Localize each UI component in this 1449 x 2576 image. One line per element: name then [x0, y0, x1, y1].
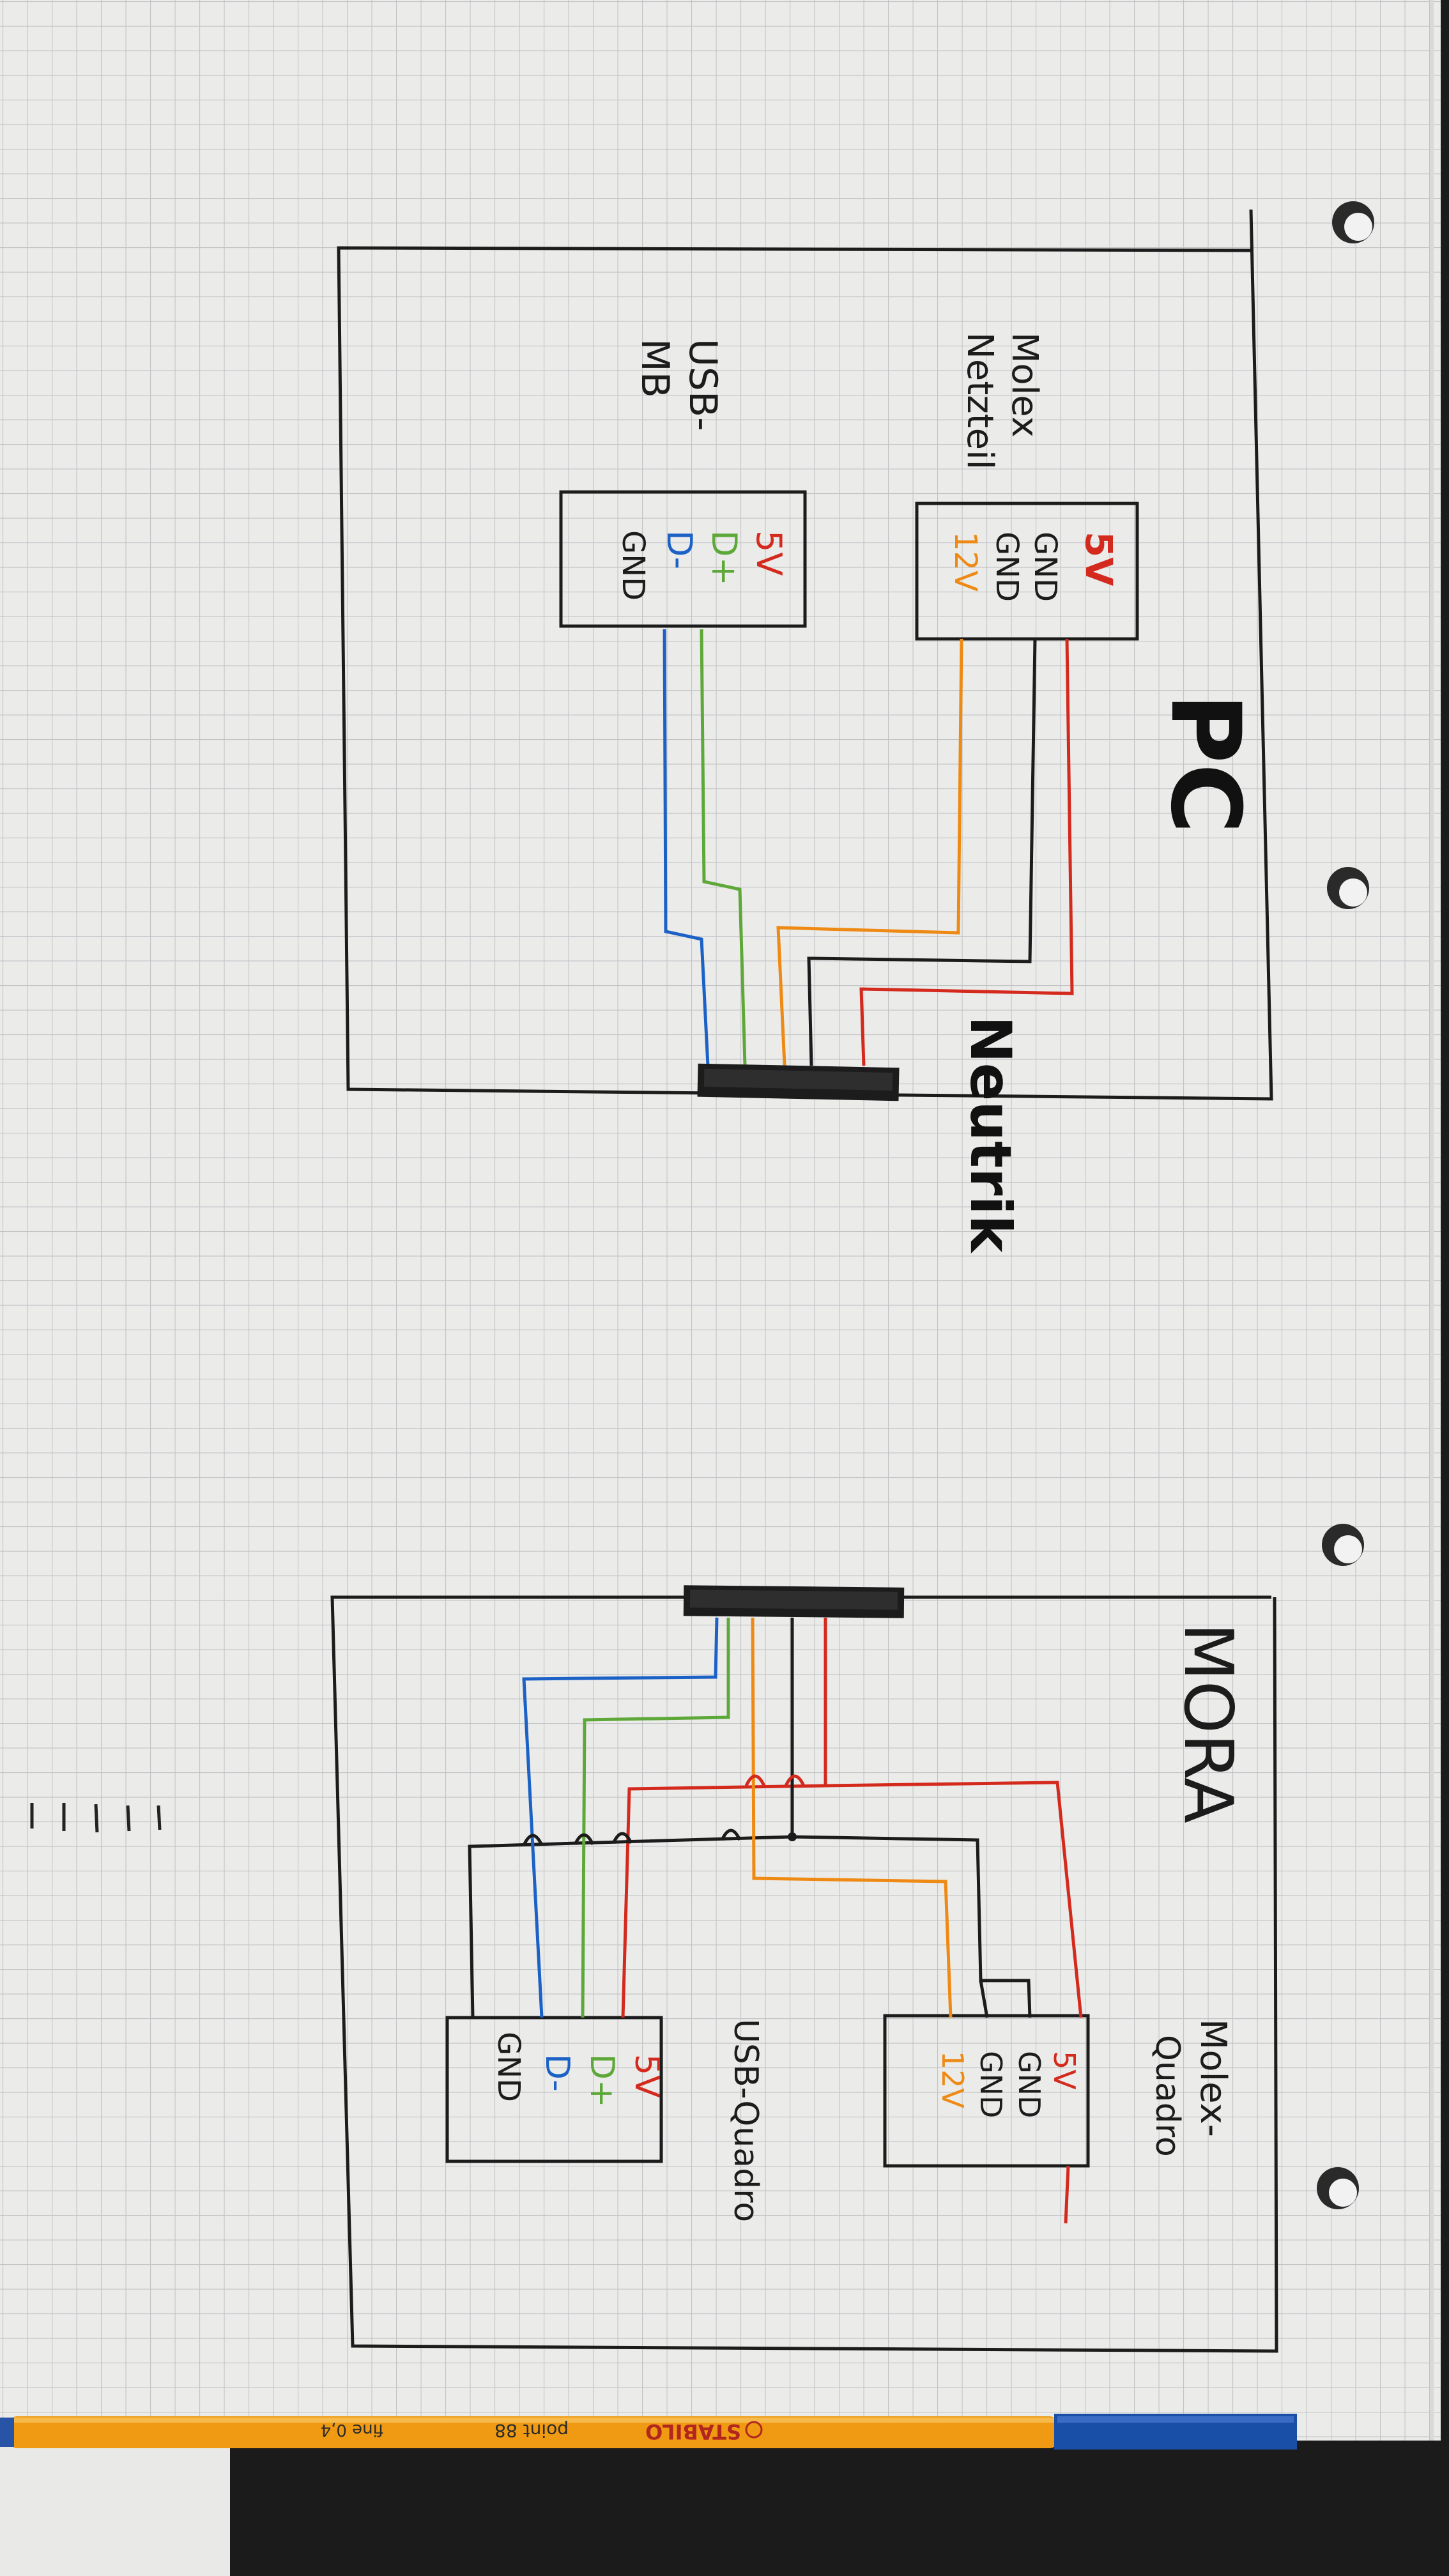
mora-usb-pin-5v: 5V [627, 2054, 666, 2098]
mora-usb-pin-dminus: D- [538, 2054, 576, 2092]
pc-molex-label: Molex [1004, 332, 1045, 438]
mora-molex-label: Molex- [1192, 2019, 1234, 2137]
pen-tip: fine 0,4 [321, 2420, 383, 2439]
pc-molex-pin-5v: 5V [1077, 532, 1121, 586]
stabilo-logo [745, 2421, 763, 2439]
stabilo-pen: STABILO point 88 fine 0,4 [0, 2414, 1297, 2450]
mora-neutrik-connector [683, 1585, 905, 1618]
mora-molex-pin-5v: 5V [1047, 2051, 1082, 2090]
pc-usb-label-2: MB [632, 339, 677, 398]
pen-model: point 88 [494, 2420, 569, 2441]
pc-usb-label: USB- [680, 339, 725, 431]
mora-usb-pin-dplus: D+ [583, 2054, 621, 2108]
mora-title: MORA [1169, 1623, 1247, 1823]
pc-usb-pin-gnd: GND [615, 530, 651, 601]
mora-usb-pin-gnd: GND [491, 2032, 526, 2102]
pc-molex-pin-12v: 12V [947, 532, 983, 592]
pc-usb-connector [559, 490, 807, 628]
mora-molex-pin-gnd-2: GND [974, 2051, 1008, 2118]
mora-usb-connector [445, 2016, 663, 2163]
punch-holes [1317, 201, 1374, 2209]
pc-wires [663, 629, 1074, 1066]
pc-usb-pin-5v: 5V [749, 530, 789, 576]
pen-brand: STABILO [645, 2419, 741, 2444]
pc-usb-pin-dminus: D- [659, 530, 700, 569]
mora-molex-pin-gnd-1: GND [1012, 2051, 1046, 2118]
mora-box [330, 1595, 1278, 2353]
pc-molex-pin-gnd-2: GND [989, 532, 1025, 602]
mora-molex-pin-12v: 12V [935, 2051, 970, 2109]
pc-neutrik-connector [697, 1063, 900, 1101]
pc-title: PC [1149, 693, 1261, 834]
mora-wires [468, 1617, 1083, 2224]
pc-molex-label-2: Netzteil [959, 332, 1000, 470]
stray-marks [30, 1803, 162, 1833]
pc-molex-connector [915, 502, 1139, 641]
mora-usb-label: USB-Quadro [726, 2019, 765, 2222]
mora-molex-label-2: Quadro [1148, 2035, 1186, 2157]
pc-usb-pin-dplus: D+ [704, 530, 744, 586]
neutrik-label: Neutrik [958, 1016, 1023, 1254]
pc-molex-pin-gnd-1: GND [1027, 532, 1063, 602]
pc-box [337, 209, 1273, 1101]
